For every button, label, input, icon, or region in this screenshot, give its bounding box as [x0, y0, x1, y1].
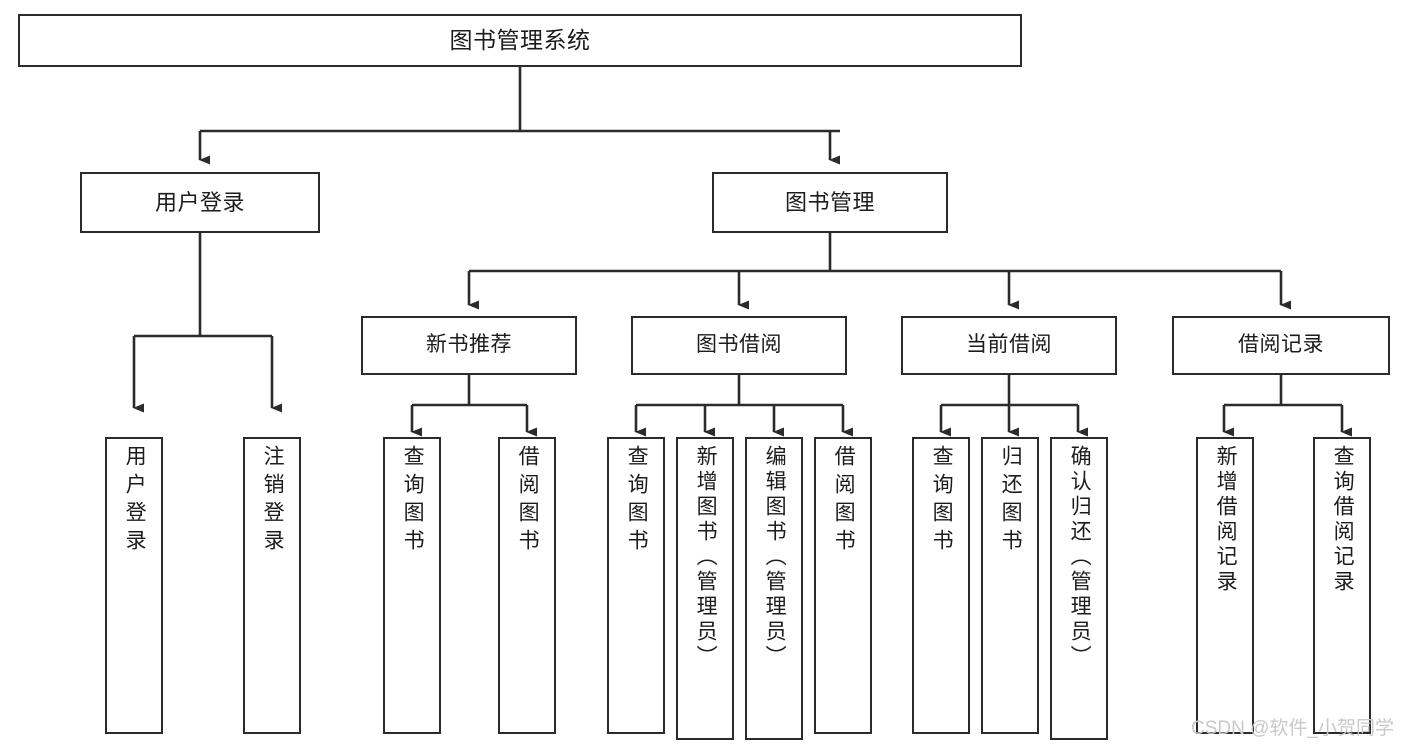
leaf-add-book-admin[interactable]: 新增图书（管理员）: [676, 437, 734, 740]
leaf-return-book[interactable]: 归还图书: [981, 437, 1039, 734]
leaf-user-login[interactable]: 用户登录: [105, 437, 163, 734]
leaf-add-borrow-record[interactable]: 新增借阅记录: [1196, 437, 1254, 734]
leaf-query-borrow-record-label: 查询借阅记录: [1331, 445, 1355, 595]
leaf-query-book-current[interactable]: 查询图书: [912, 437, 970, 734]
edge-group-root: [198, 67, 840, 165]
node-current-borrow-label: 当前借阅: [966, 333, 1052, 357]
leaf-query-book-current-label: 查询图书: [930, 445, 954, 557]
leaf-borrow-book-borrow-label: 借阅图书: [832, 445, 856, 557]
node-book-management[interactable]: 图书管理: [712, 172, 948, 233]
node-new-book-recommend-label: 新书推荐: [426, 333, 512, 357]
leaf-edit-book-admin[interactable]: 编辑图书（管理员）: [745, 437, 803, 740]
leaf-add-book-admin-label: 新增图书（管理员）: [694, 445, 718, 670]
edge-group-newbook: [410, 375, 537, 437]
edge-group-login: [132, 233, 282, 413]
node-book-management-label: 图书管理: [784, 189, 875, 215]
edge-group-record: [1222, 375, 1352, 437]
node-root-label: 图书管理系统: [449, 26, 591, 53]
leaf-user-login-label: 用户登录: [123, 445, 147, 557]
node-user-login-label: 用户登录: [154, 189, 245, 215]
leaf-query-book-borrow[interactable]: 查询图书: [607, 437, 665, 734]
node-borrow-record[interactable]: 借阅记录: [1172, 316, 1390, 375]
edge-group-current: [939, 375, 1088, 437]
leaf-edit-book-admin-label: 编辑图书（管理员）: [763, 445, 787, 670]
node-borrow-record-label: 借阅记录: [1238, 333, 1324, 357]
leaf-query-book-newbook-label: 查询图书: [401, 445, 425, 557]
node-root[interactable]: 图书管理系统: [18, 14, 1022, 67]
leaf-query-borrow-record[interactable]: 查询借阅记录: [1313, 437, 1371, 734]
leaf-confirm-return-admin-label: 确认归还（管理员）: [1068, 445, 1092, 670]
node-current-borrow[interactable]: 当前借阅: [901, 316, 1117, 375]
leaf-borrow-book-borrow[interactable]: 借阅图书: [814, 437, 872, 734]
csdn-watermark: CSDN @软件_小贺同学: [1191, 718, 1394, 739]
node-book-borrow[interactable]: 图书借阅: [631, 316, 847, 375]
leaf-borrow-book-newbook-label: 借阅图书: [516, 445, 540, 557]
leaf-query-book-newbook[interactable]: 查询图书: [383, 437, 441, 734]
leaf-return-book-label: 归还图书: [999, 445, 1023, 557]
node-new-book-recommend[interactable]: 新书推荐: [361, 316, 577, 375]
node-book-borrow-label: 图书借阅: [696, 333, 782, 357]
node-user-login[interactable]: 用户登录: [80, 172, 320, 233]
leaf-add-borrow-record-label: 新增借阅记录: [1214, 445, 1238, 595]
leaf-logout-label: 注销登录: [261, 445, 285, 557]
leaf-query-book-borrow-label: 查询图书: [625, 445, 649, 557]
edge-group-borrow: [634, 375, 853, 437]
leaf-borrow-book-newbook[interactable]: 借阅图书: [498, 437, 556, 734]
edge-group-bookmgr: [467, 233, 1291, 310]
leaf-confirm-return-admin[interactable]: 确认归还（管理员）: [1050, 437, 1108, 740]
leaf-logout[interactable]: 注销登录: [243, 437, 301, 734]
